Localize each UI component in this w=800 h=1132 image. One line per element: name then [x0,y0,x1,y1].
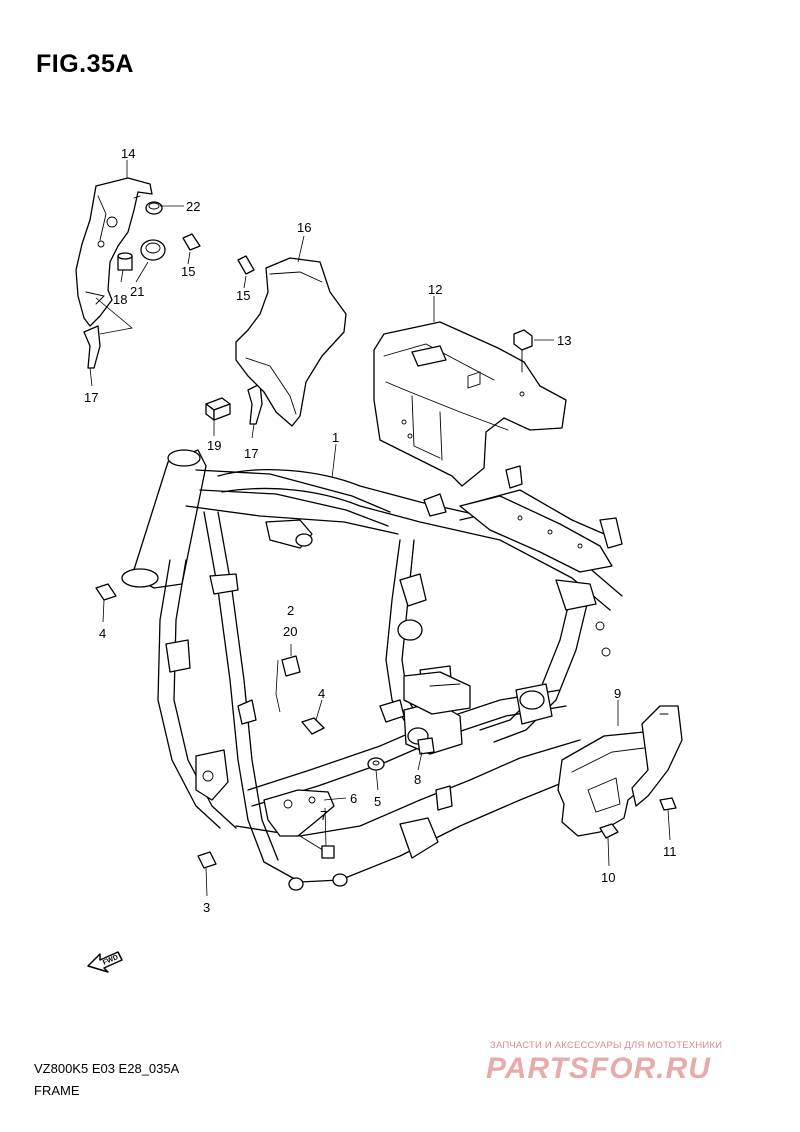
side-cover-bracket-part [75,177,153,327]
callout-4-second: 4 [318,686,325,701]
bolt-part [513,329,533,373]
callout-10: 10 [601,870,615,885]
diagram-code: VZ800K5 E03 E28_035A [34,1061,180,1076]
callout-19: 19 [207,438,221,453]
rubber-strip-part [247,383,263,425]
callout-22: 22 [186,199,200,214]
rubber-strip-part [83,325,101,369]
forward-direction-icon: FWD [87,951,123,973]
large-grommet-part [140,239,166,261]
battery-holder-part [235,257,347,427]
callout-11: 11 [663,844,677,859]
callout-7: 7 [320,808,327,823]
grommet-part [145,201,163,215]
callout-5: 5 [374,794,381,809]
callout-16: 16 [297,220,311,235]
callout-12: 12 [428,282,442,297]
collar-part [117,252,133,271]
callout-15-second: 15 [236,288,250,303]
callout-6: 6 [350,791,357,806]
callout-3: 3 [203,900,210,915]
battery-box-part [373,321,567,487]
bolt-part [95,583,117,601]
cushion-block-part [205,397,231,421]
bolt-part [197,851,217,869]
diagram-caption: FRAME [34,1083,80,1098]
main-frame-part [121,449,623,891]
callout-17-second: 17 [244,446,258,461]
callout-4: 4 [99,626,106,641]
callout-15: 15 [181,264,195,279]
plug-part [281,655,301,677]
callout-2: 2 [287,603,294,618]
bolt-part [599,823,619,839]
bolt-part [301,717,325,735]
callout-20: 20 [283,624,297,639]
callout-14: 14 [121,146,135,161]
watermark-tagline: ЗАПЧАСТИ И АКСЕССУАРЫ ДЛЯ МОТОТЕХНИКИ [490,1040,723,1051]
callout-21: 21 [130,284,144,299]
cushion-pad-part [237,255,255,275]
nut-part [367,757,385,771]
side-cover-holder-part [557,705,683,837]
watermark-logo: PARTSFOR.RU [486,1052,711,1085]
callout-9: 9 [614,686,621,701]
callout-17: 17 [84,390,98,405]
figure-title: FIG.35A [36,50,134,78]
callout-13: 13 [557,333,571,348]
bolt-part [417,737,435,755]
callout-18: 18 [113,292,127,307]
callout-8: 8 [414,772,421,787]
long-bolt-part [299,835,335,859]
bracket-plate-part [263,789,335,837]
callout-1: 1 [332,430,339,445]
bolt-part [659,797,677,811]
cushion-pad-part [182,233,201,251]
